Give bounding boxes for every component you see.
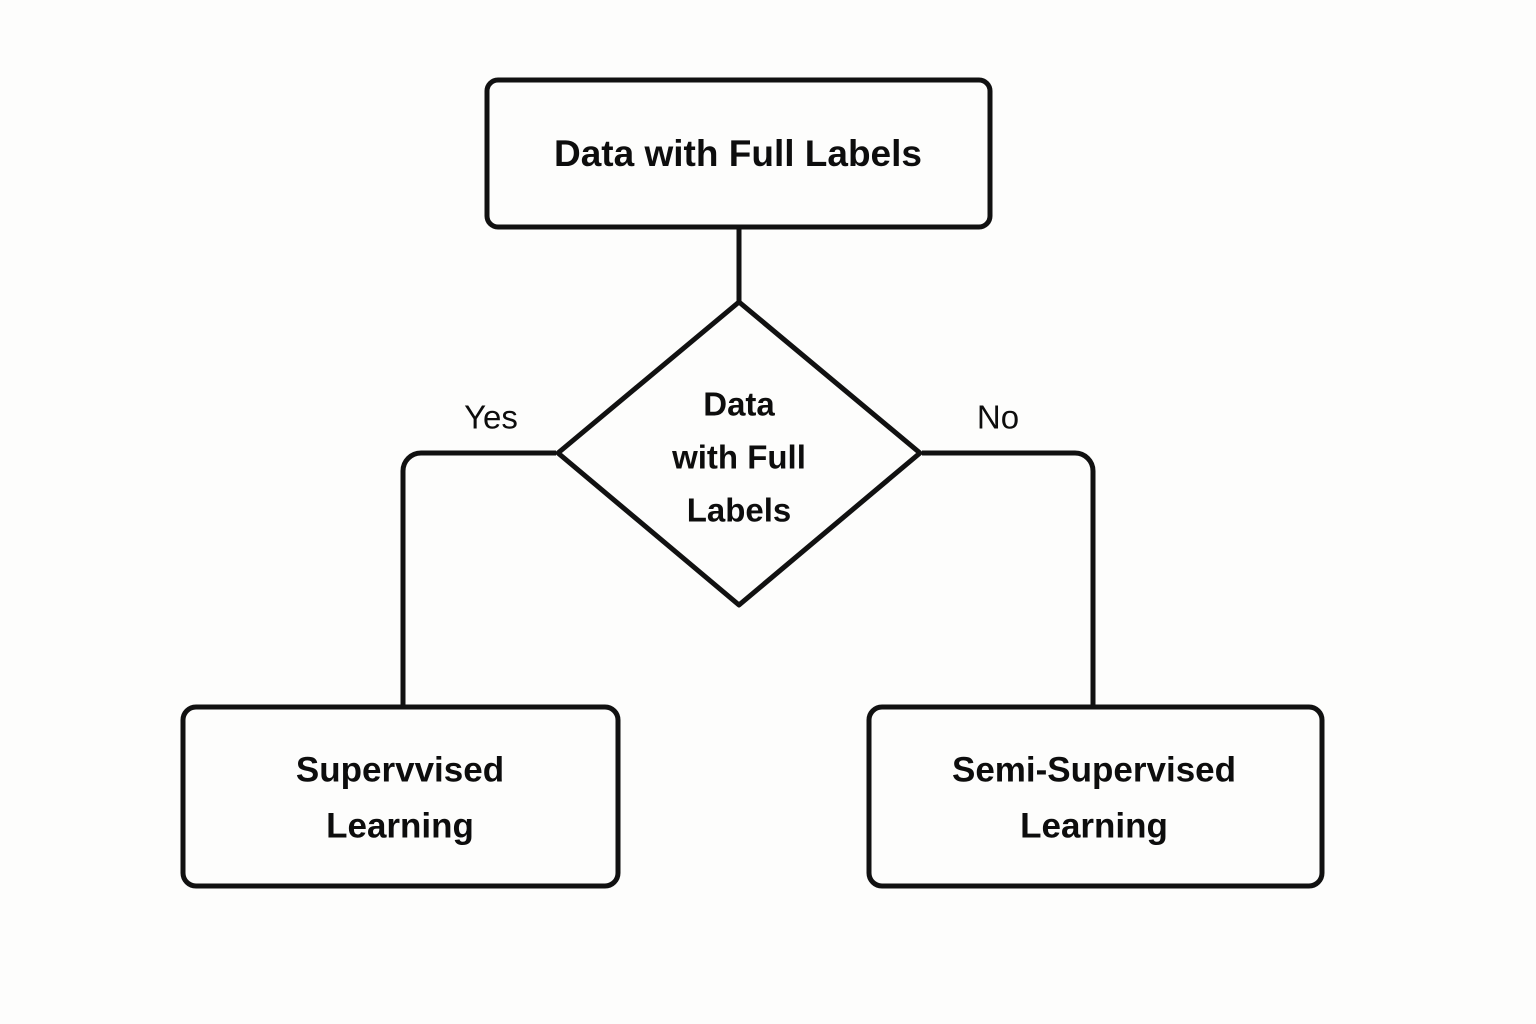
node-left-outcome-label-line1: Supervvised <box>296 750 504 789</box>
node-left-outcome-label-line2: Learning <box>326 806 474 845</box>
node-decision-label-line2: with Full <box>671 439 806 476</box>
edge-label-no: No <box>977 399 1019 436</box>
node-right-outcome-label-line1: Semi-Supervised <box>952 750 1236 789</box>
node-left-outcome-box[interactable] <box>180 704 621 889</box>
connector-decision-to-left-outcome <box>400 450 556 709</box>
node-decision-diamond[interactable] <box>555 299 923 608</box>
node-start-label: Data with Full Labels <box>554 133 922 174</box>
edge-label-yes: Yes <box>464 399 518 436</box>
node-start-box[interactable] <box>484 77 993 230</box>
connector-decision-to-right-outcome <box>922 450 1096 709</box>
node-decision-label-line3: Labels <box>687 492 792 529</box>
node-right-outcome-box[interactable] <box>866 704 1325 889</box>
node-decision-label-line1: Data <box>703 386 775 423</box>
node-right-outcome-label-line2: Learning <box>1020 806 1168 845</box>
